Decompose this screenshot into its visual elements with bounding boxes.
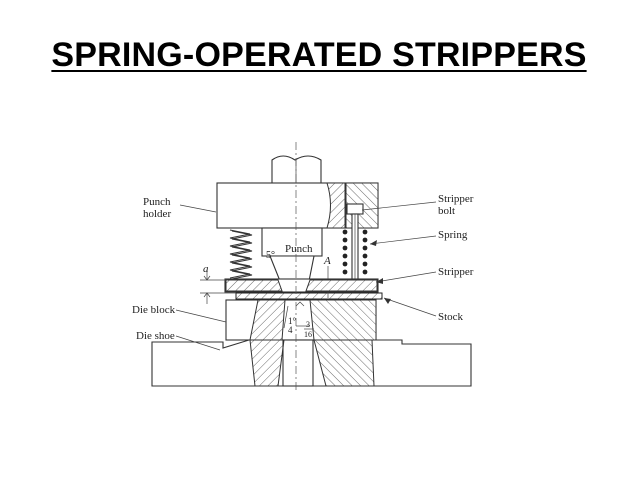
stripper-bolt-label-line1: Stripper bbox=[438, 193, 474, 205]
die-block-leader bbox=[175, 309, 227, 323]
stripper-leader-arrow bbox=[376, 278, 383, 284]
spring-leader-arrow bbox=[370, 240, 377, 246]
punch-label: Punch bbox=[285, 243, 313, 255]
stock-leader bbox=[383, 297, 437, 317]
die-angle-number: 4 bbox=[288, 325, 293, 335]
die-shoe-label: Die shoe bbox=[136, 330, 175, 342]
stock-strip bbox=[235, 292, 383, 300]
stripper-plate bbox=[224, 278, 379, 293]
punch-angle-label: 5° bbox=[266, 250, 275, 261]
clearance-a-mark bbox=[200, 270, 236, 304]
punch-holder-label-line2: holder bbox=[143, 208, 171, 220]
fraction-denominator: 16 bbox=[304, 330, 312, 339]
die-angle-label: 1° bbox=[288, 316, 297, 326]
stripper-bolt-leader bbox=[361, 201, 437, 211]
spring-leader bbox=[369, 235, 437, 245]
punch-holder-leader bbox=[179, 204, 217, 213]
punch-holder bbox=[216, 182, 379, 229]
stock-leader-arrow bbox=[384, 298, 391, 304]
clearance-a-label: a bbox=[203, 263, 209, 275]
die-block-label: Die block bbox=[132, 304, 176, 316]
die-angle-mark bbox=[283, 301, 310, 329]
spring-label: Spring bbox=[438, 229, 468, 241]
slide-title: SPRING-OPERATED STRIPPERS bbox=[51, 36, 587, 74]
stripper-bolt-label-line2: bolt bbox=[438, 205, 455, 217]
stock-label: Stock bbox=[438, 311, 464, 323]
punch-holder-label-line1: Punch bbox=[143, 196, 171, 208]
right-spring-coils bbox=[342, 229, 368, 275]
clearance-A-label: A bbox=[323, 255, 331, 267]
stripper-label: Stripper bbox=[438, 266, 474, 278]
die-shoe bbox=[151, 339, 472, 387]
die-shoe-leader bbox=[175, 335, 221, 351]
stripper-leader bbox=[375, 271, 437, 283]
die-block bbox=[225, 299, 377, 341]
left-spring bbox=[229, 229, 253, 280]
fraction-numerator: 3 bbox=[306, 320, 310, 329]
stripper-bolt bbox=[351, 213, 359, 283]
punch-shank bbox=[271, 155, 322, 184]
